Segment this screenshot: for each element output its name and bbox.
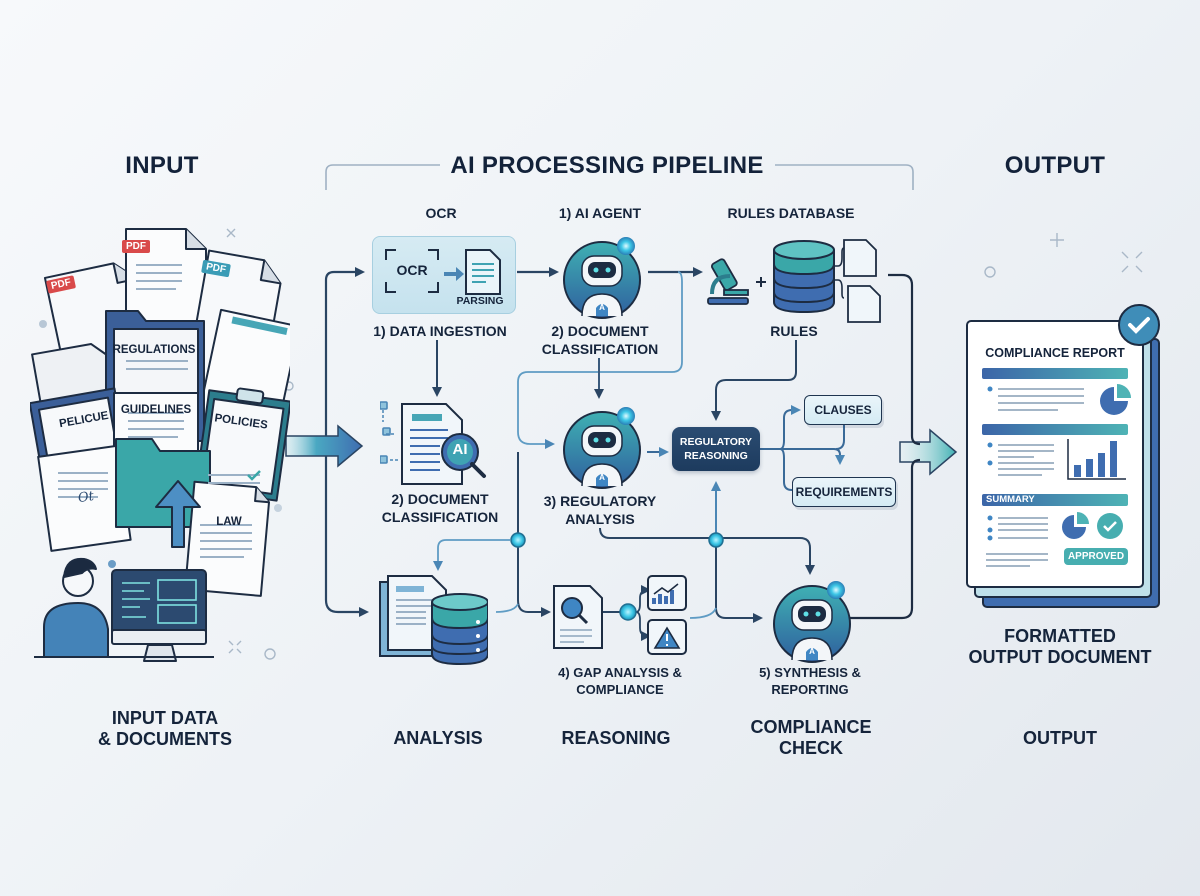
ai-document-magnifier-icon[interactable]: [380, 400, 500, 486]
pie-chart-icon: [1100, 387, 1128, 415]
robot-badge: A: [599, 303, 605, 312]
rules-caption: RULES: [770, 323, 818, 339]
junction-node: [708, 532, 724, 548]
output-header: OUTPUT: [1004, 152, 1106, 179]
input-header: INPUT: [125, 152, 199, 179]
footer-reasoning: REASONING: [561, 728, 671, 748]
guidelines-doc-label: GUIDELINES: [120, 404, 192, 416]
analysis-documents-database-icon[interactable]: [378, 574, 488, 668]
pipeline-bracket-right: [775, 164, 914, 190]
approved-badge: APPROVED: [1064, 548, 1128, 565]
ai-agent-label: 1) AI AGENT: [558, 205, 642, 221]
report-section-1: [987, 384, 1131, 415]
bar-chart-icon: [647, 575, 687, 611]
report-section-bar: [982, 424, 1128, 435]
data-ingestion-caption: 1) DATA INGESTION: [373, 323, 507, 339]
input-arrow: [285, 424, 364, 468]
ocr-scanner-icon: [385, 249, 501, 295]
summary-bar: SUMMARY: [982, 494, 1128, 506]
junction-node: [619, 603, 637, 621]
footer-output: OUTPUT: [1023, 728, 1097, 748]
ocr-scanner-label: OCR: [396, 262, 428, 278]
requirements-node[interactable]: REQUIREMENTS: [792, 477, 896, 507]
verified-check-icon: [1118, 304, 1160, 346]
footer-compliance-check: COMPLIANCE CHECK: [750, 717, 872, 758]
parsing-label: PARSING: [456, 295, 504, 307]
robot-badge: A: [599, 473, 605, 482]
compliance-report-document[interactable]: COMPLIANCE REPORT SUMMARY APPROVED: [966, 320, 1144, 588]
report-section-bar: [982, 368, 1128, 379]
magnifier-report-icon: [553, 585, 603, 649]
report-title: COMPLIANCE REPORT: [985, 346, 1125, 360]
input-caption: INPUT DATA & DOCUMENTS: [98, 708, 232, 749]
pdf-tag: PDF: [122, 240, 150, 253]
pipeline-header: AI PROCESSING PIPELINE: [450, 152, 764, 179]
synthesis-robot-icon[interactable]: [770, 576, 860, 666]
check-icon: [247, 470, 261, 481]
report-summary-section: [986, 512, 1123, 567]
regulatory-reasoning-node[interactable]: REGULATORY REASONING: [672, 427, 760, 471]
rules-database-illustration[interactable]: [704, 236, 894, 326]
regulatory-analysis-caption: 3) REGULATORY ANALYSIS: [543, 493, 657, 527]
input-documents-illustration: [30, 228, 290, 662]
microscope-icon: [707, 258, 749, 305]
output-arrow: [899, 428, 958, 476]
database-icon: [773, 240, 835, 314]
document-classification-caption: 2) DOCUMENT CLASSIFICATION: [381, 491, 499, 525]
robot-badge: A: [809, 647, 815, 656]
law-doc-label: LAW: [216, 516, 242, 528]
ocr-top-label: OCR: [425, 205, 457, 221]
report-section-2: [987, 439, 1126, 480]
synthesis-caption: 5) SYNTHESIS & REPORTING: [759, 665, 861, 697]
signature: Ot: [77, 488, 95, 507]
check-circle-icon: [1097, 513, 1123, 539]
pipeline-bracket-left: [325, 164, 440, 190]
warning-icon: [647, 619, 687, 655]
regulations-doc-label: REGULATIONS: [112, 344, 196, 356]
ai-badge: AI: [452, 441, 468, 458]
regulatory-analysis-robot-icon[interactable]: [560, 402, 650, 492]
agent-classification-caption: 2) DOCUMENT CLASSIFICATION: [541, 323, 659, 357]
clauses-node[interactable]: CLAUSES: [804, 395, 882, 425]
footer-analysis: ANALYSIS: [393, 728, 483, 748]
parsing-document-icon: [465, 249, 501, 295]
rule-document-icon: [843, 239, 881, 323]
gap-analysis-caption: 4) GAP ANALYSIS & COMPLIANCE: [558, 665, 682, 697]
decor-sparkles: [226, 228, 1143, 660]
rules-database-label: RULES DATABASE: [727, 205, 855, 221]
ai-agent-robot-icon[interactable]: [560, 232, 650, 322]
bar-chart-icon: [1067, 439, 1126, 480]
formatted-output-caption: FORMATTED OUTPUT DOCUMENT: [968, 626, 1152, 667]
gap-analysis-illustration[interactable]: [550, 574, 690, 658]
junction-node: [510, 532, 526, 548]
pie-chart-icon: [1062, 515, 1086, 539]
